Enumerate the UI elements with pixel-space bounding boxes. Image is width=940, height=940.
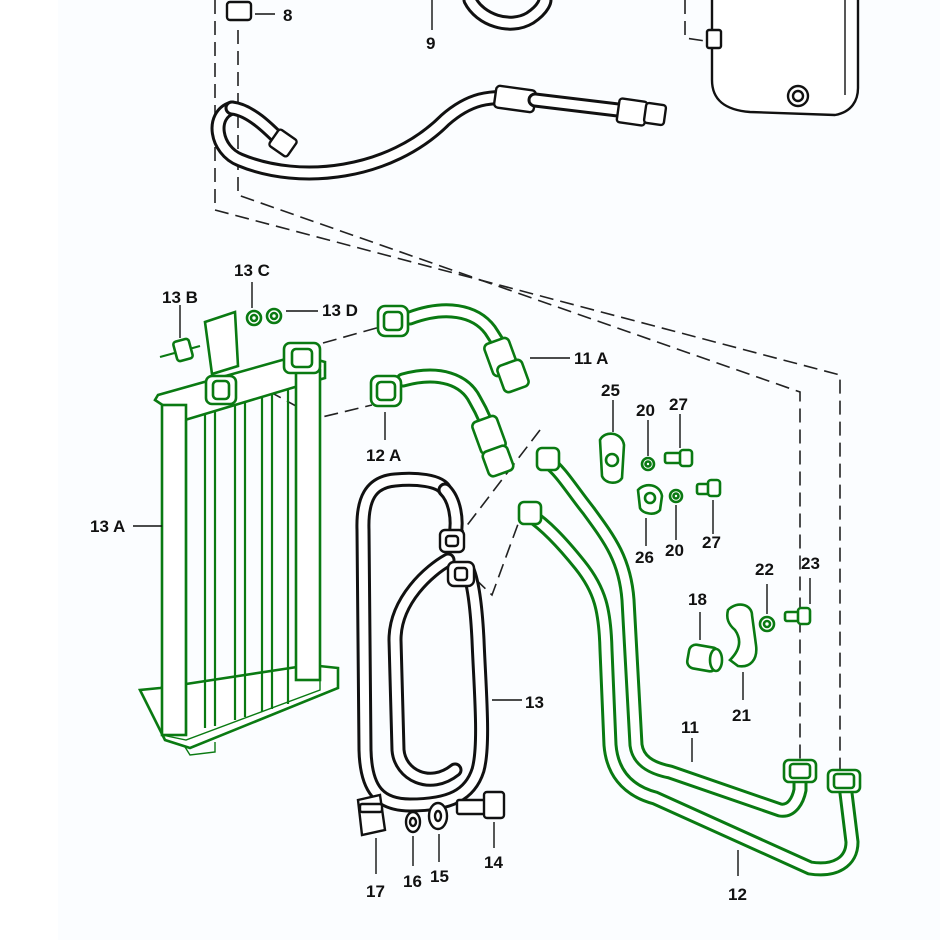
hose-13-black-loop — [355, 471, 522, 813]
pipe-9-black — [431, 0, 553, 31]
hose-12a — [369, 368, 515, 478]
label-14: 14 — [484, 853, 503, 872]
screw-23 — [783, 578, 812, 626]
callout-labels: 8 9 13 C 13 B 13 D 11 A 12 A 13 A 25 20 … — [90, 6, 820, 904]
pipe-11 — [535, 446, 818, 818]
washer-20-upper — [640, 420, 656, 472]
washer-20-lower — [668, 488, 684, 540]
guide-line-outer — [214, 0, 841, 770]
screw-27-lower — [695, 478, 722, 534]
label-13c: 13 C — [234, 261, 270, 280]
bracket-21 — [725, 603, 758, 700]
reservoir-black — [705, 0, 860, 117]
label-26: 26 — [635, 548, 654, 567]
label-12: 12 — [728, 885, 747, 904]
pipe-12 — [517, 500, 862, 877]
label-23: 23 — [801, 554, 820, 573]
assembly-guide-lines — [214, 0, 841, 770]
label-21: 21 — [732, 706, 751, 725]
hose-upper-black — [210, 84, 668, 181]
label-15: 15 — [430, 867, 449, 886]
label-9: 9 — [426, 34, 435, 53]
oil-cooler-13a — [137, 310, 340, 756]
clip-17 — [356, 793, 387, 874]
guide-line-inner — [237, 30, 801, 760]
bushing-18 — [685, 612, 724, 673]
label-13a: 13 A — [90, 517, 125, 536]
label-11: 11 — [681, 718, 699, 737]
label-13d: 13 D — [322, 301, 358, 320]
label-8: 8 — [283, 6, 292, 25]
washer-15 — [427, 801, 449, 862]
washer-22 — [758, 584, 776, 633]
guide-line-hose-upper — [451, 429, 541, 546]
nut-13d — [265, 307, 318, 325]
label-27-upper: 27 — [669, 395, 688, 414]
label-22: 22 — [755, 560, 774, 579]
bolt-14 — [455, 790, 506, 848]
label-27-lower: 27 — [702, 533, 721, 552]
clamp-25 — [598, 400, 626, 484]
bolt-13b — [159, 305, 201, 363]
label-16: 16 — [403, 872, 422, 891]
fitting-8-black — [225, 0, 275, 22]
guide-line-reservoir — [684, 0, 713, 43]
washer-13c — [245, 282, 263, 327]
label-13: 13 — [525, 693, 544, 712]
clamp-26 — [636, 483, 664, 546]
label-25: 25 — [601, 381, 620, 400]
hose-11a — [376, 303, 570, 394]
guide-line-fitting-upper — [322, 326, 381, 344]
label-18: 18 — [688, 590, 707, 609]
screw-27-upper — [663, 414, 694, 468]
label-13b: 13 B — [162, 288, 198, 307]
label-11a: 11 A — [574, 349, 608, 368]
label-20-upper: 20 — [636, 401, 655, 420]
washer-16 — [404, 810, 422, 866]
label-20-lower: 20 — [665, 541, 684, 560]
label-17: 17 — [366, 882, 385, 901]
label-12a: 12 A — [366, 446, 401, 465]
